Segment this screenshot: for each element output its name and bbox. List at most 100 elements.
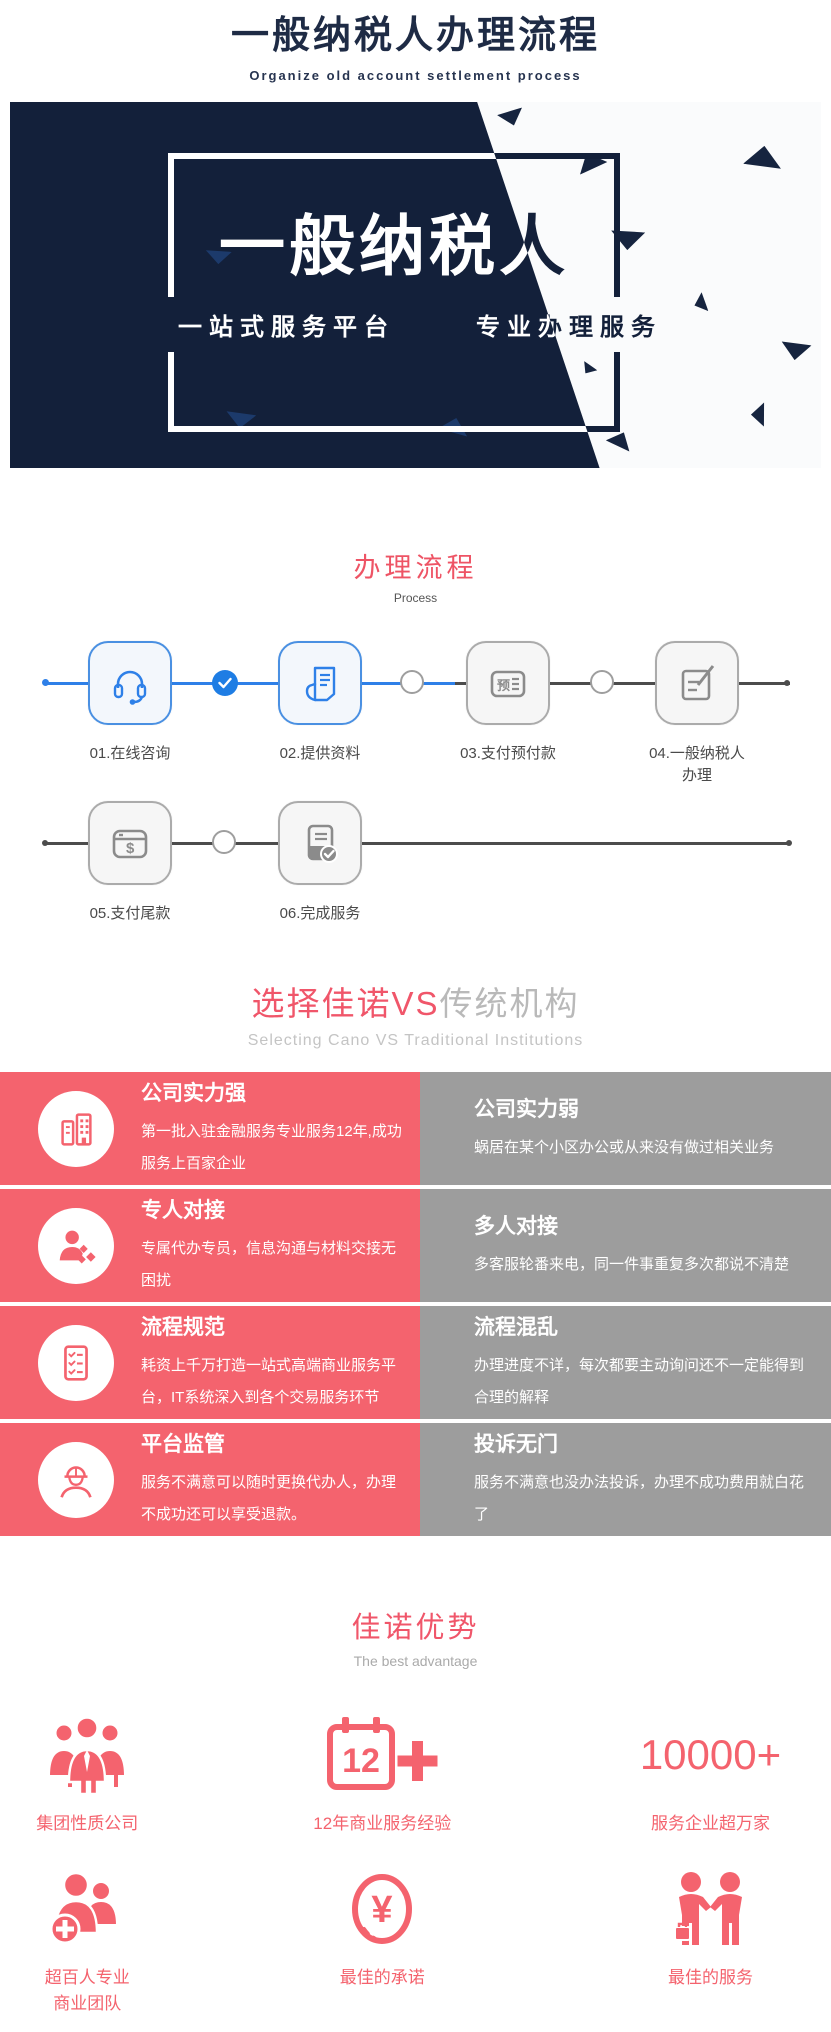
triangle-decoration-icon — [750, 401, 766, 426]
triangle-decoration-icon — [692, 292, 709, 314]
triangle-decoration-icon — [497, 107, 526, 128]
hero-banner: 一般纳税人 一站式服务平台 专业办理服务 一般纳税人 一站式服务平台 专业办理服… — [10, 102, 821, 468]
yen-circle-icon: ¥ — [352, 1874, 413, 1944]
comparison-section-header: 选择佳诺VS传统机构 Selecting Cano VS Traditional… — [0, 977, 831, 1050]
advantage-item: 10000+ 服务企业超万家 — [590, 1713, 831, 1837]
cell-body: 第一批入驻金融服务专业服务12年,成功服务上百家企业 — [141, 1123, 402, 1172]
advantage-item: 最佳的服务 — [590, 1867, 831, 1991]
dedicated-agent-icon — [59, 1230, 96, 1263]
advantage-label-line1: 超百人专业 — [44, 1968, 130, 1987]
advantage-item: 12 12年商业服务经验 — [175, 1713, 591, 1837]
step-node-circle — [400, 670, 424, 694]
cell-title: 公司实力强 — [141, 1082, 246, 1105]
comparison-row: 公司实力强 第一批入驻金融服务专业服务12年,成功服务上百家企业 公司实力弱 蜗… — [0, 1072, 831, 1185]
cell-title: 公司实力弱 — [474, 1098, 579, 1121]
progress-line-active — [45, 682, 455, 685]
process-row-1: 01.在线咨询 02.提供资料 预 03.支付预付款 — [0, 641, 831, 799]
cell-body: 专属代办专员，信息沟通与材料交接无困扰 — [141, 1240, 397, 1289]
page-header: 一般纳税人办理流程 Organize old account settlemen… — [0, 0, 831, 102]
comparison-row: 流程规范 耗资上千万打造一站式高端商业服务平台，IT系统深入到各个交易服务环节 … — [0, 1306, 831, 1419]
cell-body: 办理进度不详，每次都要主动询问还不一定能得到合理的解释 — [474, 1357, 805, 1406]
icon-circle — [38, 1090, 114, 1167]
process-checklist-icon — [64, 1344, 88, 1381]
comparison-cell-ours: 公司实力强 第一批入驻金融服务专业服务12年,成功服务上百家企业 — [0, 1072, 420, 1185]
frame-border — [477, 153, 620, 159]
icon-circle — [38, 1324, 114, 1401]
step-label-line1: 04.一般纳税人 — [649, 745, 745, 762]
calendar-12-plus-icon: 12 — [327, 1717, 438, 1790]
icon-circle — [38, 1207, 114, 1284]
advantage-item: 超百人专业商业团队 — [0, 1867, 175, 2017]
comparison-cell-theirs: 多人对接 多客服轮番来电，同一件事重复多次都说不清楚 — [420, 1189, 831, 1302]
comparison-title-highlight: 选择佳诺VS — [251, 985, 440, 1022]
line-start-dot — [42, 840, 48, 846]
step-node-circle — [590, 670, 614, 694]
advantage-subtitle: The best advantage — [353, 1653, 478, 1669]
svg-text:预: 预 — [497, 678, 510, 693]
team-plus-icon — [49, 1871, 119, 1945]
cell-text: 流程规范 耗资上千万打造一站式高端商业服务平台，IT系统深入到各个交易服务环节 — [141, 1311, 403, 1414]
icon-circle — [38, 1441, 114, 1518]
step-card-1 — [88, 641, 172, 725]
advantage-label: 最佳的承诺 — [339, 1968, 425, 1987]
step-card-4 — [655, 641, 739, 725]
advantage-row-1: 集团性质公司 12 12年商业服务经验 10000+ 服务企业超万家 — [0, 1713, 831, 1837]
process-subtitle: Process — [393, 591, 438, 605]
cell-body: 多客服轮番来电，同一件事重复多次都说不清楚 — [474, 1256, 790, 1273]
company-building-icon — [61, 1112, 92, 1146]
cell-title: 多人对接 — [474, 1215, 558, 1238]
advantage-section-header: 佳诺优势 The best advantage — [0, 1604, 831, 1669]
comparison-cell-theirs: 投诉无门 服务不满意也没办法投诉，办理不成功费用就白花了 — [420, 1423, 831, 1536]
progress-line — [455, 682, 790, 685]
advantage-row-2: 超百人专业商业团队 ¥ 最佳的承诺 — [0, 1867, 831, 2017]
line-end-dot — [784, 680, 790, 686]
advantage-label: 最佳的服务 — [667, 1968, 753, 1987]
document-hand-icon — [305, 666, 336, 702]
cell-title: 投诉无门 — [474, 1433, 558, 1456]
step-node-circle — [212, 830, 236, 854]
process-section-header: 办理流程 Process — [0, 546, 831, 605]
hero-headline: 一般纳税人 — [219, 209, 569, 283]
cell-body: 蜗居在某个小区办公或从来没有做过相关业务 — [474, 1139, 775, 1156]
comparison-cell-ours: 专人对接 专属代办专员，信息沟通与材料交接无困扰 — [0, 1189, 420, 1302]
progress-line — [45, 842, 790, 845]
triangle-decoration-icon — [579, 360, 598, 378]
cell-title: 平台监管 — [141, 1433, 225, 1456]
payment-window-icon: $ — [112, 829, 148, 859]
step-label: 02.提供资料 — [279, 745, 361, 762]
cell-body: 服务不满意可以随时更换代办人，办理不成功还可以享受退款。 — [141, 1474, 397, 1523]
advantage-label-line2: 商业团队 — [53, 1994, 122, 2013]
comparison-row: 专人对接 专属代办专员，信息沟通与材料交接无困扰 多人对接 多客服轮番来电，同一… — [0, 1189, 831, 1302]
cell-body: 耗资上千万打造一站式高端商业服务平台，IT系统深入到各个交易服务环节 — [141, 1357, 397, 1406]
step-label: 06.完成服务 — [279, 905, 361, 922]
advantage-label: 超百人专业商业团队 — [0, 1965, 175, 2017]
svg-text:$: $ — [126, 840, 135, 857]
frame-border — [168, 352, 174, 432]
comparison-cell-ours: 平台监管 服务不满意可以随时更换代办人，办理不成功还可以享受退款。 — [0, 1423, 420, 1536]
comparison-cell-ours: 流程规范 耗资上千万打造一站式高端商业服务平台，IT系统深入到各个交易服务环节 — [0, 1306, 420, 1419]
cell-text: 平台监管 服务不满意可以随时更换代办人，办理不成功还可以享受退款。 — [141, 1428, 403, 1531]
hero-tagline-left: 一站式服务平台 — [178, 314, 395, 341]
edit-document-icon — [681, 665, 715, 701]
platform-supervisor-icon — [60, 1465, 92, 1498]
frame-border — [168, 153, 600, 159]
headset-icon — [113, 670, 147, 705]
triangle-decoration-icon — [778, 339, 811, 363]
advantage-title: 佳诺优势 — [351, 1612, 480, 1644]
advantage-item: 集团性质公司 — [0, 1713, 175, 1837]
cell-title: 专人对接 — [141, 1199, 225, 1222]
prepay-card-icon: 预 — [490, 670, 526, 698]
comparison-table: 公司实力强 第一批入驻金融服务专业服务12年,成功服务上百家企业 公司实力弱 蜗… — [0, 1072, 831, 1536]
advantage-item: ¥ 最佳的承诺 — [175, 1867, 591, 1991]
comparison-subtitle: Selecting Cano VS Traditional Institutio… — [247, 1032, 584, 1049]
team-icon — [48, 1716, 127, 1794]
step-label: 03.支付预付款 — [460, 745, 556, 762]
step-label: 01.在线咨询 — [89, 745, 171, 762]
frame-border — [614, 153, 620, 297]
step-card-6 — [278, 801, 362, 885]
line-start-dot — [42, 679, 49, 686]
handshake-icon — [674, 1872, 743, 1945]
line-end-dot — [786, 840, 792, 846]
comparison-row: 平台监管 服务不满意可以随时更换代办人，办理不成功还可以享受退款。 投诉无门 服… — [0, 1423, 831, 1536]
comparison-cell-theirs: 公司实力弱 蜗居在某个小区办公或从来没有做过相关业务 — [420, 1072, 831, 1185]
